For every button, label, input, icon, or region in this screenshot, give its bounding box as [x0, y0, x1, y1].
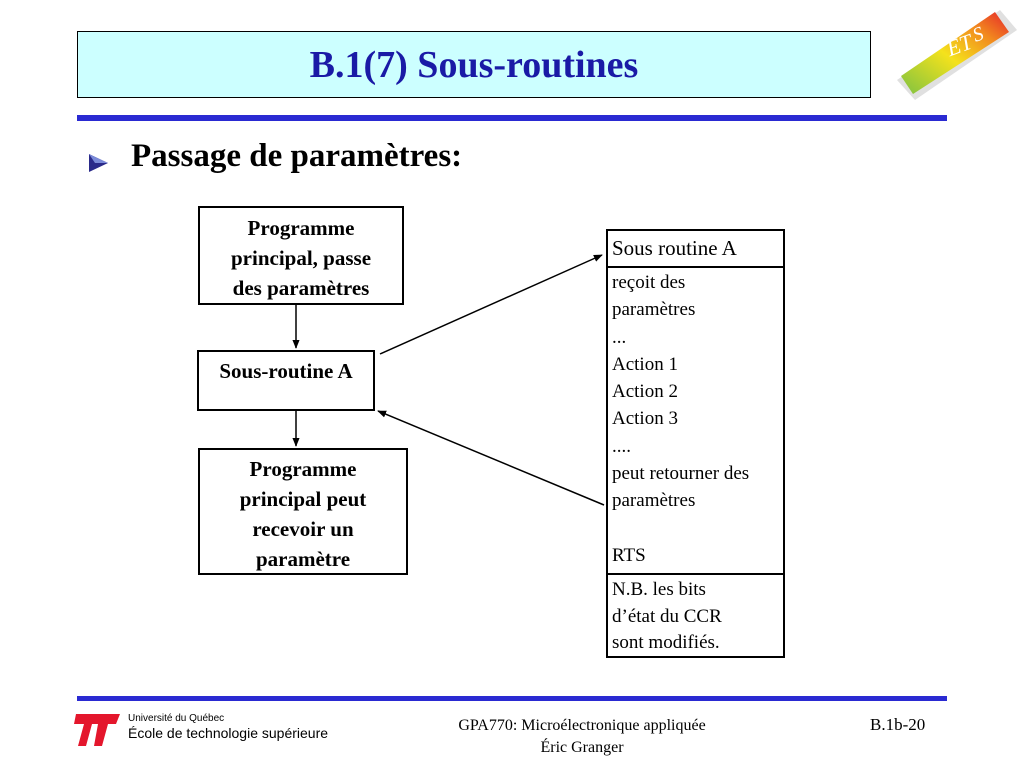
box-line: Programme	[247, 216, 355, 240]
subroutine-box: Sous-routine A	[197, 350, 375, 411]
table-line: Action 3	[612, 408, 678, 430]
note-line: N.B. les bits	[612, 579, 706, 600]
main-program-pass-box: Programme principal, passe des paramètre…	[198, 206, 404, 305]
title-box: B.1(7) Sous-routines	[77, 31, 871, 98]
page-number: B.1b-20	[870, 715, 926, 734]
table-line: RTS	[612, 544, 646, 566]
note-line: sont modifiés.	[612, 632, 720, 653]
table-line: peut retourner des	[612, 463, 750, 485]
ets-logo: ÉT S	[897, 10, 1017, 100]
bullet-arrow-icon	[89, 154, 108, 172]
box-line: principal, passe	[230, 246, 372, 270]
course-name: GPA770: Microélectronique appliquée	[458, 717, 706, 734]
slide-title: B.1(7) Sous-routines	[309, 43, 639, 86]
bullet-text: Passage de paramètres:	[131, 138, 463, 174]
main-program-receive-box: Programme principal peut recevoir un par…	[198, 448, 408, 575]
arrow-return-from-table	[377, 410, 605, 506]
subroutine-table: Sous routine A reçoit des paramètres ...…	[606, 229, 785, 658]
table-line: paramètres	[612, 299, 696, 321]
table-body: reçoit des paramètres ... Action 1 Actio…	[608, 268, 783, 575]
bottom-divider	[77, 696, 947, 701]
box-line: recevoir un	[252, 517, 354, 541]
table-line: reçoit des	[612, 272, 686, 293]
author-name: Éric Granger	[540, 739, 624, 756]
arrow-call-to-table	[379, 254, 603, 355]
top-divider	[77, 115, 947, 121]
table-line: Action 2	[612, 381, 678, 403]
box-line: des paramètres	[232, 276, 370, 300]
table-note: N.B. les bits d’état du CCR sont modifié…	[608, 575, 783, 657]
box-line: Sous-routine A	[219, 359, 353, 383]
table-header: Sous routine A	[608, 231, 783, 268]
footer-course-info: GPA770: Microélectronique appliquée Éric…	[382, 715, 782, 759]
table-line	[612, 515, 783, 542]
uq-logo	[74, 714, 120, 746]
table-line: Action 1	[612, 353, 678, 375]
university-name-small: Université du Québec	[128, 713, 225, 724]
table-line: paramètres	[612, 490, 696, 512]
table-line: ....	[612, 435, 631, 457]
box-line: Programme	[249, 457, 357, 481]
university-name-large: École de technologie supérieure	[128, 725, 329, 741]
box-line: paramètre	[255, 547, 351, 571]
box-line: principal peut	[239, 487, 367, 511]
note-line: d’état du CCR	[612, 605, 722, 627]
table-line: ...	[612, 326, 627, 348]
